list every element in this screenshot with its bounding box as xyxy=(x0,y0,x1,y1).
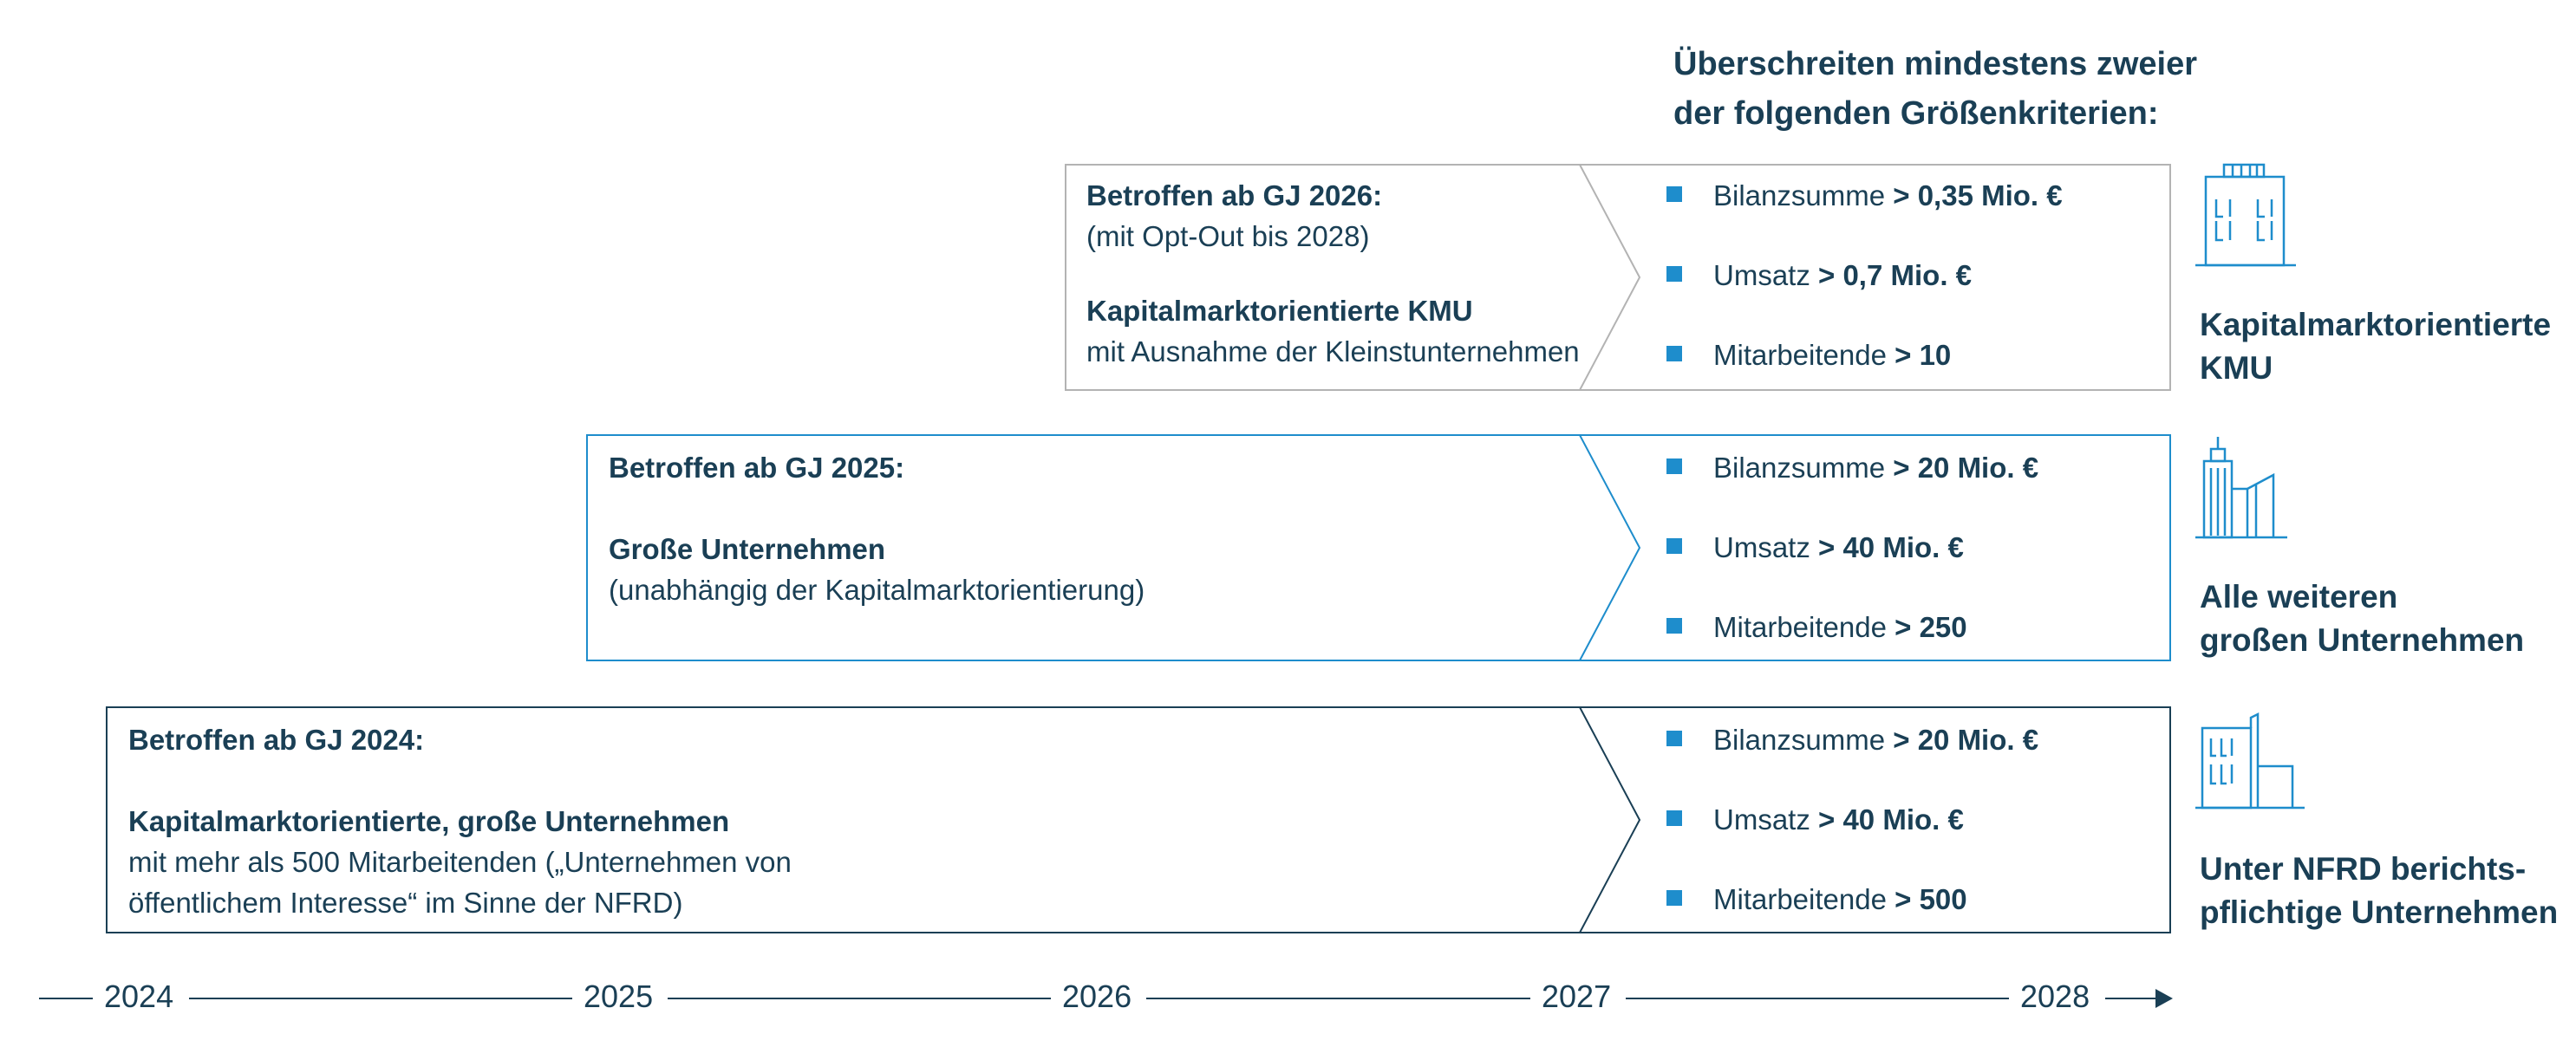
criterion-label: Umsatz xyxy=(1713,531,1810,563)
skyscraper-icon xyxy=(2195,437,2287,539)
criterion-value: > 0,7 Mio. € xyxy=(1818,259,1973,291)
bullet-square-icon xyxy=(1666,810,1682,827)
row-2024-category-label: Unter NFRD berichts- pflichtige Unterneh… xyxy=(2200,848,2558,934)
timeline-year-2024: 2024 xyxy=(104,979,174,1014)
criterion-label: Mitarbeitende xyxy=(1713,339,1887,371)
office-complex-icon xyxy=(2195,712,2305,810)
criteria-header-line1: Überschreiten mindestens zweier xyxy=(1673,46,2197,82)
criterion-label: Bilanzsumme xyxy=(1713,179,1886,211)
row-2026-criterion-1: Bilanzsumme > 0,35 Mio. € xyxy=(1666,179,2063,213)
bullet-square-icon xyxy=(1666,346,1682,362)
row-2026-description: Betroffen ab GJ 2026: (mit Opt-Out bis 2… xyxy=(1086,175,1580,372)
small-building-icon xyxy=(2195,163,2296,267)
row-2026-title: Betroffen ab GJ 2026: xyxy=(1086,179,1383,211)
row-2025-criterion-1: Bilanzsumme > 20 Mio. € xyxy=(1666,451,2038,485)
criterion-value: > 0,35 Mio. € xyxy=(1893,179,2063,211)
criterion-value: > 40 Mio. € xyxy=(1818,531,1964,563)
row-2025-description: Betroffen ab GJ 2025: Große Unternehmen … xyxy=(609,447,1145,610)
row-2024-category-line2: pflichtige Unternehmen xyxy=(2200,894,2559,930)
row-2025-criterion-3: Mitarbeitende > 250 xyxy=(1666,610,1967,645)
bullet-square-icon xyxy=(1666,890,1682,907)
row-2026-subtitle: (mit Opt-Out bis 2028) xyxy=(1086,220,1370,252)
criterion-label: Bilanzsumme xyxy=(1713,724,1886,756)
row-2024-group-bold: Kapitalmarktorientierte, große Unternehm… xyxy=(128,805,730,837)
row-2025-box xyxy=(586,434,2171,661)
criterion-label: Mitarbeitende xyxy=(1713,611,1887,643)
row-2024-criterion-1: Bilanzsumme > 20 Mio. € xyxy=(1666,723,2038,758)
row-2026-group-text: mit Ausnahme der Kleinstunternehmen xyxy=(1086,335,1580,367)
row-2026-category-line2: KMU xyxy=(2200,350,2273,386)
timeline-year-2025: 2025 xyxy=(584,979,654,1014)
criteria-header: Überschreiten mindestens zweier der folg… xyxy=(1673,40,2197,139)
criterion-value: > 40 Mio. € xyxy=(1818,803,1964,836)
bullet-square-icon xyxy=(1666,538,1682,555)
row-2026-category-label: Kapitalmarktorientierte KMU xyxy=(2200,303,2551,390)
row-2024-group-text-1: mit mehr als 500 Mitarbeitenden („Untern… xyxy=(128,846,792,878)
row-2024-box xyxy=(106,706,2171,933)
criterion-label: Umsatz xyxy=(1713,803,1810,836)
row-2025-category-label: Alle weiteren großen Unternehmen xyxy=(2200,576,2524,662)
criteria-header-line2: der folgenden Größenkriterien: xyxy=(1673,95,2159,132)
criterion-value: > 10 xyxy=(1895,339,1952,371)
bullet-square-icon xyxy=(1666,731,1682,747)
criterion-label: Bilanzsumme xyxy=(1713,452,1886,484)
row-2025-group-bold: Große Unternehmen xyxy=(609,533,886,565)
criterion-value: > 250 xyxy=(1895,611,1967,643)
row-2024-title: Betroffen ab GJ 2024: xyxy=(128,724,425,756)
arrow-right-icon xyxy=(2155,989,2173,1008)
row-2026-chevron xyxy=(1579,164,1641,391)
bullet-square-icon xyxy=(1666,266,1682,283)
row-2025-chevron xyxy=(1579,434,1641,661)
criterion-label: Mitarbeitende xyxy=(1713,883,1887,915)
row-2026-criterion-3: Mitarbeitende > 10 xyxy=(1666,338,1951,373)
criterion-label: Umsatz xyxy=(1713,259,1810,291)
timeline-year-2027: 2027 xyxy=(1542,979,1612,1014)
row-2024-criterion-3: Mitarbeitende > 500 xyxy=(1666,882,1967,917)
row-2024-criterion-2: Umsatz > 40 Mio. € xyxy=(1666,803,1964,837)
timeline-year-2028: 2028 xyxy=(2020,979,2090,1014)
row-2025-category-line1: Alle weiteren xyxy=(2200,579,2398,615)
row-2025-group-text: (unabhängig der Kapitalmarktorientierung… xyxy=(609,574,1145,606)
timeline-year-2026: 2026 xyxy=(1062,979,1132,1014)
bullet-square-icon xyxy=(1666,458,1682,475)
row-2025-criterion-2: Umsatz > 40 Mio. € xyxy=(1666,530,1964,565)
criterion-value: > 20 Mio. € xyxy=(1893,452,2039,484)
row-2026-box xyxy=(1065,164,2171,391)
row-2026-criterion-2: Umsatz > 0,7 Mio. € xyxy=(1666,258,1972,293)
criterion-value: > 500 xyxy=(1895,883,1967,915)
row-2024-description: Betroffen ab GJ 2024: Kapitalmarktorient… xyxy=(128,719,792,923)
row-2024-group-text-2: öffentlichem Interesse“ im Sinne der NFR… xyxy=(128,887,683,919)
row-2026-category-line1: Kapitalmarktorientierte xyxy=(2200,307,2552,342)
bullet-square-icon xyxy=(1666,186,1682,203)
row-2025-title: Betroffen ab GJ 2025: xyxy=(609,452,905,484)
row-2025-category-line2: großen Unternehmen xyxy=(2200,622,2525,658)
criterion-value: > 20 Mio. € xyxy=(1893,724,2039,756)
row-2026-group-bold: Kapitalmarktorientierte KMU xyxy=(1086,295,1473,327)
bullet-square-icon xyxy=(1666,618,1682,634)
row-2024-category-line1: Unter NFRD berichts- xyxy=(2200,851,2527,887)
row-2024-chevron xyxy=(1579,706,1641,933)
